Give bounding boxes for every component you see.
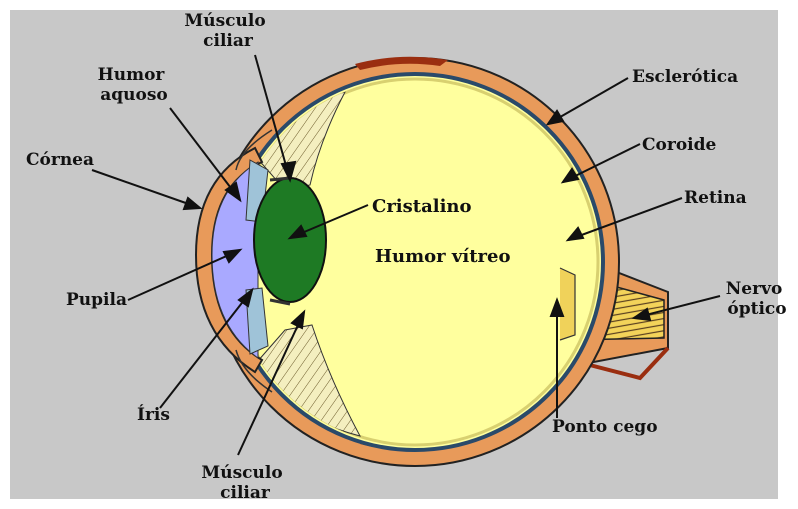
lens bbox=[254, 178, 326, 302]
label-ponto-cego: Ponto cego bbox=[552, 417, 658, 437]
label-cristalino: Cristalino bbox=[372, 196, 472, 217]
label-iris: Íris bbox=[137, 404, 170, 425]
label-pupila: Pupila bbox=[66, 290, 127, 310]
label-cornea: Córnea bbox=[26, 150, 94, 170]
label-humor-vitreo: Humor vítreo bbox=[375, 246, 510, 267]
label-coroide: Coroide bbox=[642, 135, 717, 155]
label-humor-aquoso: Humor aquoso bbox=[98, 65, 171, 105]
blind-spot bbox=[560, 268, 575, 340]
label-nervo-optico: Nervo óptico bbox=[726, 279, 788, 319]
label-esclerotica: Esclerótica bbox=[632, 67, 738, 87]
label-retina: Retina bbox=[684, 188, 747, 208]
